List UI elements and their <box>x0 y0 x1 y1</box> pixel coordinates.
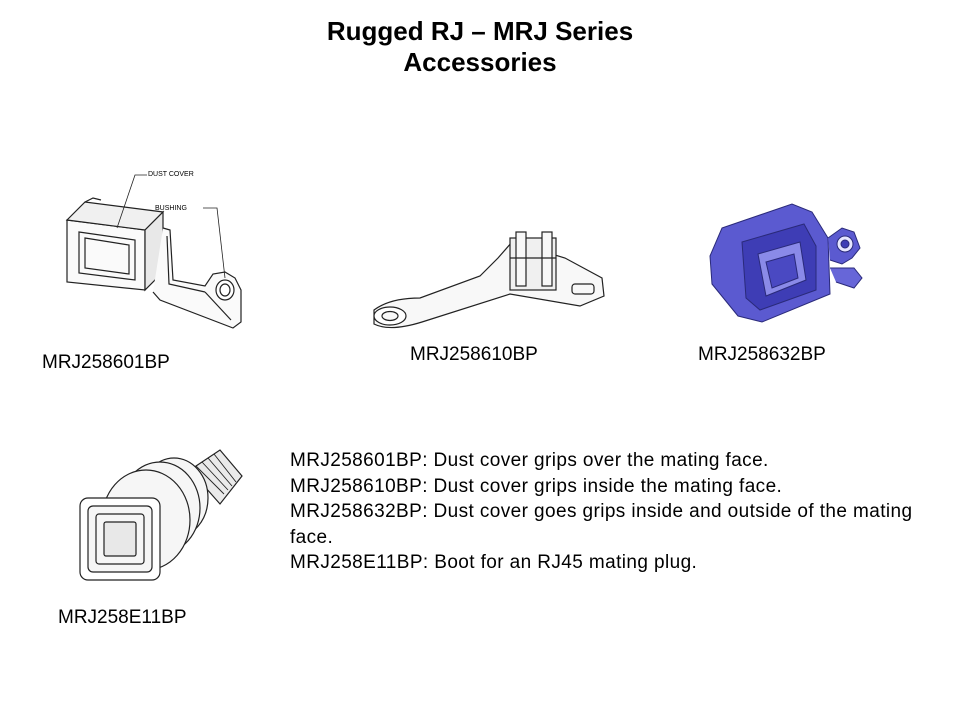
callout-dust-cover: DUST COVER <box>148 171 194 178</box>
description-item: MRJ258E11BP: Boot for an RJ45 mating plu… <box>290 552 698 573</box>
title-line-2: Accessories <box>403 47 557 77</box>
description-item: MRJ258610BP: Dust cover grips inside the… <box>290 475 783 497</box>
product-label-632: MRJ258632BP <box>698 344 826 365</box>
product-label-601: MRJ258601BP <box>42 352 170 373</box>
dust-cover-drawing-610 <box>373 231 605 329</box>
description-item: MRJ258632BP: Dust cover goes grips insid… <box>290 501 913 548</box>
dust-cover-drawing-601: DUST COVER BUSHING <box>65 171 242 329</box>
title-line-1: Rugged RJ – MRJ Series <box>326 16 634 46</box>
callout-bushing: BUSHING <box>155 205 187 212</box>
description-item: MRJ258601BP: Dust cover grips over the m… <box>290 450 769 471</box>
product-label-e11: MRJ258E11BP <box>58 607 187 628</box>
dust-cover-render-632 <box>709 203 863 323</box>
boot-drawing-e11 <box>79 449 243 581</box>
product-label-610: MRJ258610BP <box>410 344 538 365</box>
description-list: MRJ258601BP: Dust cover grips over the m… <box>290 448 930 576</box>
slide-title: Rugged RJ – MRJ Series Accessories <box>0 16 960 78</box>
